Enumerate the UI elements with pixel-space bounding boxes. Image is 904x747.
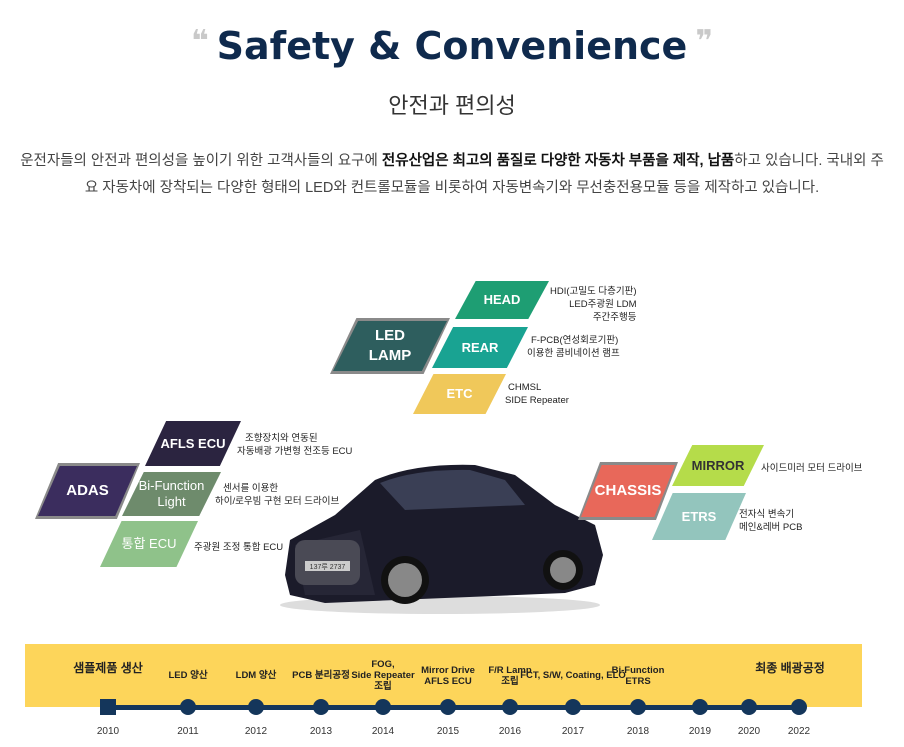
timeline-marker [565, 699, 581, 715]
label: Light [157, 494, 186, 509]
timeline-label-line: Bi-Function [611, 665, 665, 676]
desc-line: LED주광원 LDM [569, 299, 637, 310]
integrated-ecu-desc: 주광원 조정 통합 ECU [194, 542, 284, 553]
timeline-label-line: LED 양산 [168, 670, 208, 681]
desc-line: F-PCB(연성회로기판) [531, 335, 619, 346]
desc-line: CHMSL [508, 382, 542, 393]
timeline-label-line: PCB 분리공정 [292, 670, 350, 681]
timeline-marker [375, 699, 391, 715]
timeline-label-line: F/R Lamp [488, 665, 532, 676]
license-plate [305, 561, 350, 571]
timeline-label-line: ETRS [625, 676, 651, 687]
timeline-label-line: Side Repeater [351, 670, 415, 681]
timeline-marker [180, 699, 196, 715]
desc-line: HDI(고밀도 다층기판) [550, 286, 637, 297]
mirror-desc: 사이드미러 모터 드라이브 [761, 463, 863, 474]
close-quote-icon: ❞ [695, 24, 713, 59]
category-led-lamp: LED LAMP [333, 321, 447, 371]
label: LAMP [368, 347, 412, 364]
timeline-year: 2017 [561, 726, 585, 737]
timeline-marker [248, 699, 264, 715]
timeline-label: 최종 배광공정 [735, 661, 845, 675]
car-image: 137루 2737 [280, 464, 603, 614]
label: LED [375, 327, 405, 344]
desc-line: 조향장치와 연동된 [245, 433, 318, 444]
desc-line: SIDE Repeater [505, 395, 569, 406]
open-quote-icon: ❝ [191, 24, 209, 59]
item-mirror: MIRROR [672, 445, 764, 486]
timeline-marker [440, 699, 456, 715]
item-etrs: ETRS [652, 493, 746, 540]
timeline-label: PCB 분리공정 [266, 670, 376, 681]
timeline-year: 2019 [688, 726, 712, 737]
timeline-marker [692, 699, 708, 715]
desc-line: 이용한 콤비네이션 램프 [527, 348, 620, 359]
timeline-band [25, 644, 862, 707]
timeline-label-line: LDM 양산 [235, 670, 277, 681]
timeline-year: 2018 [626, 726, 650, 737]
desc-line: 자동배광 가변형 전조등 ECU [237, 446, 353, 457]
timeline-marker [502, 699, 518, 715]
rear-desc: F-PCB(연성회로기판) 이용한 콤비네이션 램프 [527, 334, 620, 360]
desc-line: 센서를 이용한 [223, 483, 279, 494]
timeline-label-line: 조립 [501, 676, 519, 687]
timeline-year: 2013 [309, 726, 333, 737]
desc-line: 메인&레버 PCB [739, 522, 803, 533]
timeline-year: 2012 [244, 726, 268, 737]
timeline-label: LDM 양산 [201, 670, 311, 681]
plate-text: 137루 2737 [310, 563, 346, 571]
page-subtitle: 안전과 편의성 [388, 93, 516, 118]
timeline-year: 2010 [96, 726, 120, 737]
timeline-year: 2011 [177, 726, 199, 737]
timeline-marker [791, 699, 807, 715]
timeline-label-line: 조립 [374, 681, 392, 692]
timeline-label-line: Mirror Drive [421, 665, 475, 676]
timeline-marker [630, 699, 646, 715]
item-integrated-ecu: 통합 ECU [100, 521, 198, 567]
timeline-label: 샘플제품 생산 [53, 661, 163, 675]
timeline-label-line: FOG, [371, 659, 395, 670]
timeline-label-line: AFLS ECU [424, 676, 472, 687]
timeline-year: 2022 [787, 726, 811, 737]
intro-paragraph: 운전자들의 안전과 편의성을 높이기 위한 고객사들의 요구에 전유산업은 최고… [14, 148, 890, 201]
timeline-label: LED 양산 [133, 670, 243, 681]
timeline-marker [100, 699, 116, 715]
timeline-year: 2015 [436, 726, 460, 737]
timeline-year: 2016 [498, 726, 522, 737]
item-rear: REAR [432, 327, 528, 368]
intro-pre: 운전자들의 안전과 편의성을 높이기 위한 고객사들의 요구에 [20, 153, 382, 169]
timeline-label-line: 최종 배광공정 [755, 661, 825, 675]
item-etc: ETC [413, 374, 506, 414]
timeline-year: 2014 [371, 726, 395, 737]
timeline-year: 2020 [737, 726, 761, 737]
timeline-label: FCT, S/W, Coating, ELO [518, 670, 628, 681]
etc-desc: CHMSL SIDE Repeater [505, 381, 569, 407]
intro-post: 하고 있습니다. 국내외 주요 자동차에 장착되는 다양한 형태의 LED와 컨… [84, 153, 884, 196]
desc-line: 주간주행등 [592, 312, 637, 323]
label: Bi-Function [138, 478, 205, 493]
head-desc: HDI(고밀도 다층기판) LED주광원 LDM 주간주행등 [550, 285, 637, 324]
intro-bold: 전유산업은 최고의 품질로 다양한 자동차 부품을 제작, 납품 [381, 153, 735, 169]
category-adas: ADAS [38, 466, 137, 516]
timeline-marker [313, 699, 329, 715]
timeline-label-line: FCT, S/W, Coating, ELO [520, 670, 626, 681]
timeline-label-line: 샘플제품 생산 [73, 661, 143, 675]
item-afls-ecu: AFLS ECU [145, 421, 241, 466]
page-title: ❝Safety & Convenience❞ [0, 24, 904, 68]
timeline-marker [741, 699, 757, 715]
item-head: HEAD [455, 281, 549, 319]
desc-line: 전자식 변속기 [739, 509, 795, 520]
desc-line: 하이/로우빔 구현 모터 드라이브 [215, 496, 340, 507]
title-text: Safety & Convenience [216, 24, 688, 68]
